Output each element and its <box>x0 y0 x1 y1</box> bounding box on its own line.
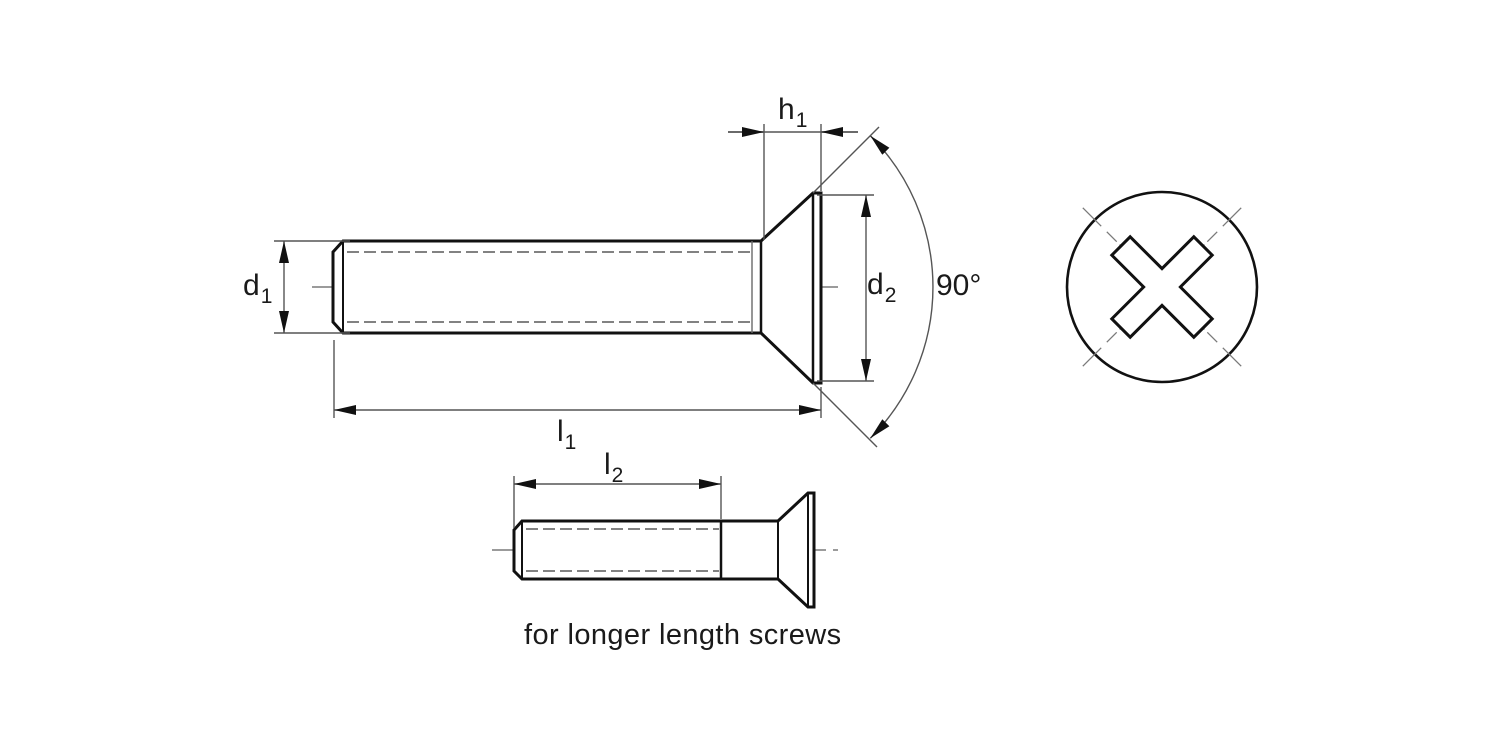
label-d1-base: d <box>243 269 260 302</box>
label-l2-sub: 2 <box>611 464 624 487</box>
label-angle-90: 90° <box>936 271 981 301</box>
dimension-d1 <box>274 240 350 334</box>
label-h1-sub: 1 <box>795 109 808 132</box>
dimension-h1 <box>728 124 858 240</box>
label-d1: d1 <box>243 269 272 308</box>
label-l1-sub: 1 <box>564 431 577 454</box>
cross-recess-icon <box>1109 234 1215 340</box>
label-l2: l2 <box>604 448 623 487</box>
caption-longer-screws: for longer length screws <box>524 619 842 651</box>
label-l2-base: l <box>604 448 611 481</box>
screw-body-outline <box>331 191 823 385</box>
dimension-angle-90 <box>812 126 934 448</box>
head-end-view <box>1065 190 1259 384</box>
dimension-d2 <box>817 194 874 382</box>
label-l1-base: l <box>557 415 564 448</box>
label-h1-base: h <box>778 93 795 126</box>
dimension-l1 <box>333 340 822 418</box>
longer-screw-view <box>492 491 838 609</box>
label-d1-sub: 1 <box>260 285 273 308</box>
main-view-screw <box>312 191 838 385</box>
longer-screw-outline <box>512 491 816 609</box>
label-angle-text: 90° <box>936 269 982 302</box>
label-d2-base: d <box>867 268 884 301</box>
label-d2: d2 <box>867 268 896 307</box>
dimension-l2 <box>513 476 722 528</box>
label-l1: l1 <box>557 415 576 454</box>
label-h1: h1 <box>778 93 807 132</box>
label-d2-sub: 2 <box>884 284 897 307</box>
